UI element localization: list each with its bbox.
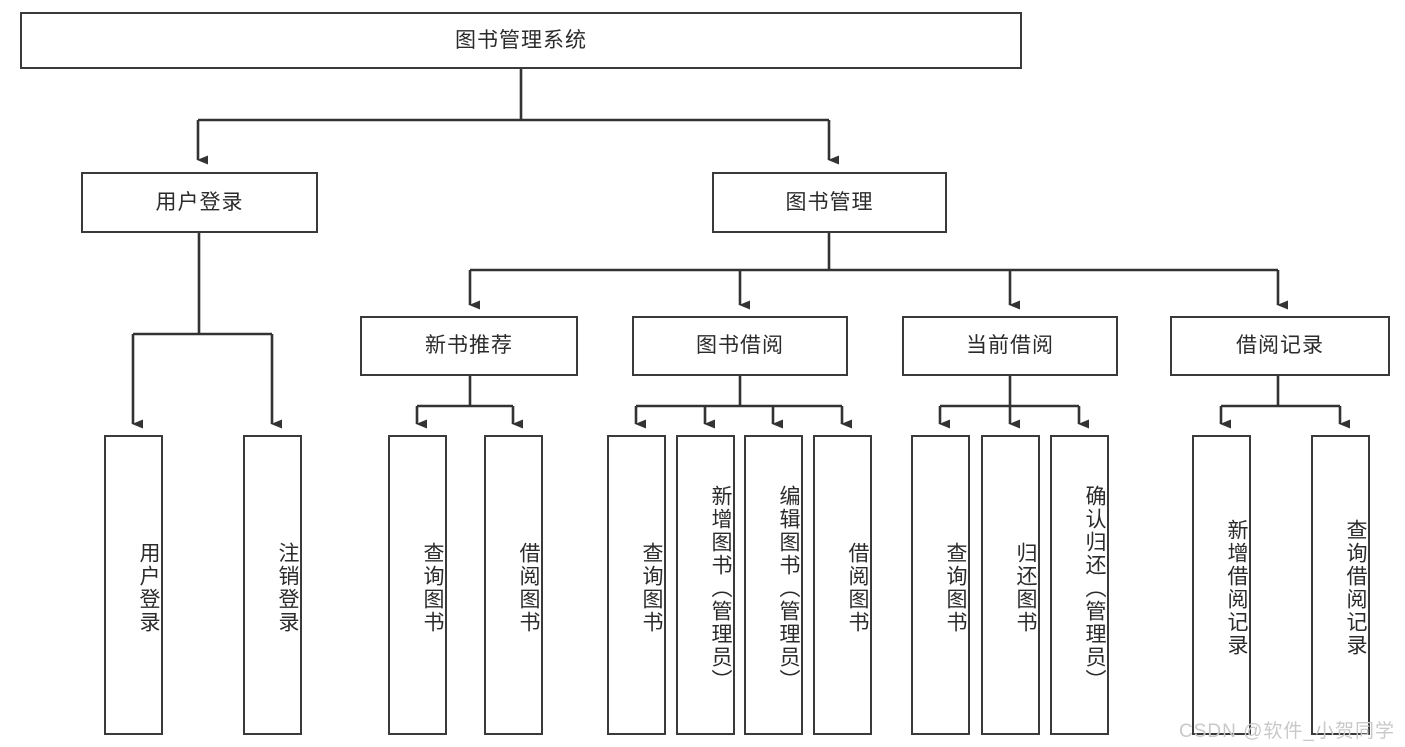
node-label: 借阅记录 — [1236, 334, 1324, 358]
node-current-borrow[interactable]: 当前借阅 — [902, 316, 1118, 376]
node-user-login[interactable]: 用户登录 — [81, 172, 318, 233]
node-label: 图书管理 — [785, 190, 874, 214]
node-label: 用户登录 — [155, 190, 244, 214]
leaf-borrow-borrow-book[interactable]: 借阅图书 — [813, 435, 872, 735]
leaf-current-query-book[interactable]: 查询图书 — [911, 435, 970, 735]
node-book-borrow[interactable]: 图书借阅 — [632, 316, 848, 376]
node-label: 用户登录 — [137, 542, 160, 634]
node-root-system[interactable]: 图书管理系统 — [20, 12, 1022, 69]
node-new-book-recommend[interactable]: 新书推荐 — [360, 316, 578, 376]
leaf-borrow-add-book[interactable]: 新增图书（管理员） — [676, 435, 735, 735]
node-label: 归还图书 — [1014, 542, 1037, 634]
leaf-current-confirm-return[interactable]: 确认归还（管理员） — [1050, 435, 1109, 735]
node-label: 借阅图书 — [846, 542, 869, 634]
node-label: 新书推荐 — [425, 334, 513, 358]
leaf-recommend-query-book[interactable]: 查询图书 — [388, 435, 447, 735]
node-label: 借阅图书 — [517, 542, 540, 634]
node-label: 图书管理系统 — [455, 28, 587, 52]
node-borrow-record[interactable]: 借阅记录 — [1170, 316, 1390, 376]
csdn-watermark: CSDN @软件_小贺同学 — [1179, 721, 1395, 742]
leaf-user-login-signin[interactable]: 用户登录 — [104, 435, 163, 735]
leaf-record-query-record[interactable]: 查询借阅记录 — [1311, 435, 1370, 735]
leaf-current-return-book[interactable]: 归还图书 — [981, 435, 1040, 735]
node-label: 查询图书 — [421, 542, 444, 634]
node-label: 查询图书 — [640, 542, 663, 634]
leaf-borrow-edit-book[interactable]: 编辑图书（管理员） — [744, 435, 803, 735]
node-label: 新增借阅记录 — [1225, 519, 1248, 657]
node-label: 查询图书 — [944, 542, 967, 634]
node-label: 图书借阅 — [696, 334, 784, 358]
leaf-user-login-signout[interactable]: 注销登录 — [243, 435, 302, 735]
node-label: 当前借阅 — [966, 334, 1054, 358]
node-label: 编辑图书（管理员） — [777, 484, 800, 692]
leaf-recommend-borrow-book[interactable]: 借阅图书 — [484, 435, 543, 735]
node-label: 新增图书（管理员） — [709, 484, 732, 692]
node-label: 查询借阅记录 — [1344, 519, 1367, 657]
leaf-record-add-record[interactable]: 新增借阅记录 — [1192, 435, 1251, 735]
node-label: 确认归还（管理员） — [1083, 484, 1106, 692]
node-label: 注销登录 — [276, 542, 299, 634]
node-book-management[interactable]: 图书管理 — [712, 172, 947, 233]
leaf-borrow-query-book[interactable]: 查询图书 — [607, 435, 666, 735]
